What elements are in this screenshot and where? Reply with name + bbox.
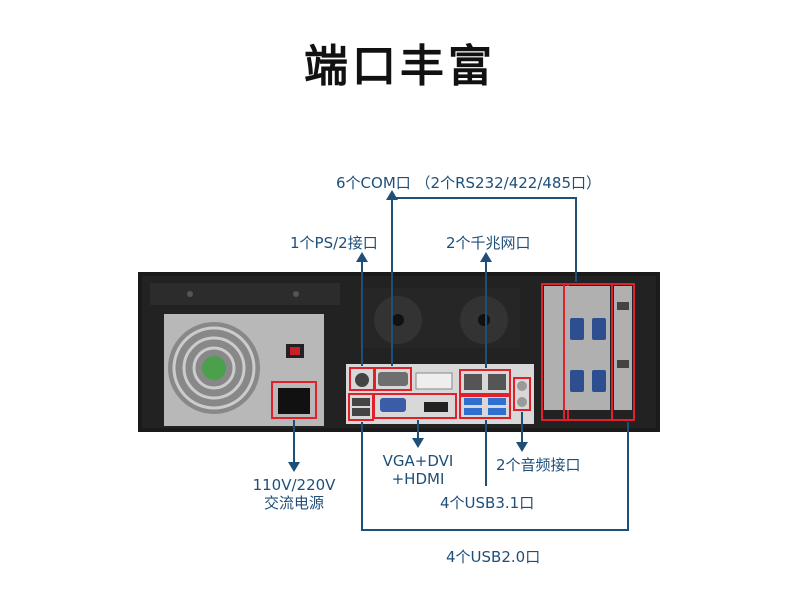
usb2-card-highlight (611, 283, 635, 421)
com-port-highlight (374, 367, 412, 391)
com-label: 6个COM口 （2个RS232/422/485口） (336, 174, 602, 192)
ps2-label: 1个PS/2接口 (290, 234, 378, 252)
power-label-line2: 交流电源 (263, 494, 324, 512)
fan-hub-icon (202, 356, 226, 380)
video-label-line2: +HDMI (391, 470, 445, 488)
power-label-line1: 110V/220V (252, 476, 336, 494)
power-label: 110V/220V 交流电源 (244, 476, 344, 512)
power-inlet-highlight (271, 381, 317, 419)
audio-port-highlight (513, 377, 531, 411)
usb3-label: 4个USB3.1口 (440, 494, 535, 512)
video-label-line1: VGA+DVI (382, 452, 454, 470)
chassis-rear-panel (138, 272, 660, 432)
video-port-highlight (373, 393, 457, 419)
power-switch[interactable] (290, 347, 300, 355)
callout-arrows (288, 190, 528, 472)
lan-label: 2个千兆网口 (446, 234, 531, 252)
callout-lines (293, 197, 629, 531)
usb2-label: 4个USB2.0口 (446, 548, 541, 566)
audio-label: 2个音频接口 (496, 456, 581, 474)
lan-port-highlight (459, 369, 511, 395)
usb3-port-highlight (459, 395, 511, 419)
page-title: 端口丰富 (304, 41, 496, 92)
video-label: VGA+DVI +HDMI (372, 452, 464, 488)
